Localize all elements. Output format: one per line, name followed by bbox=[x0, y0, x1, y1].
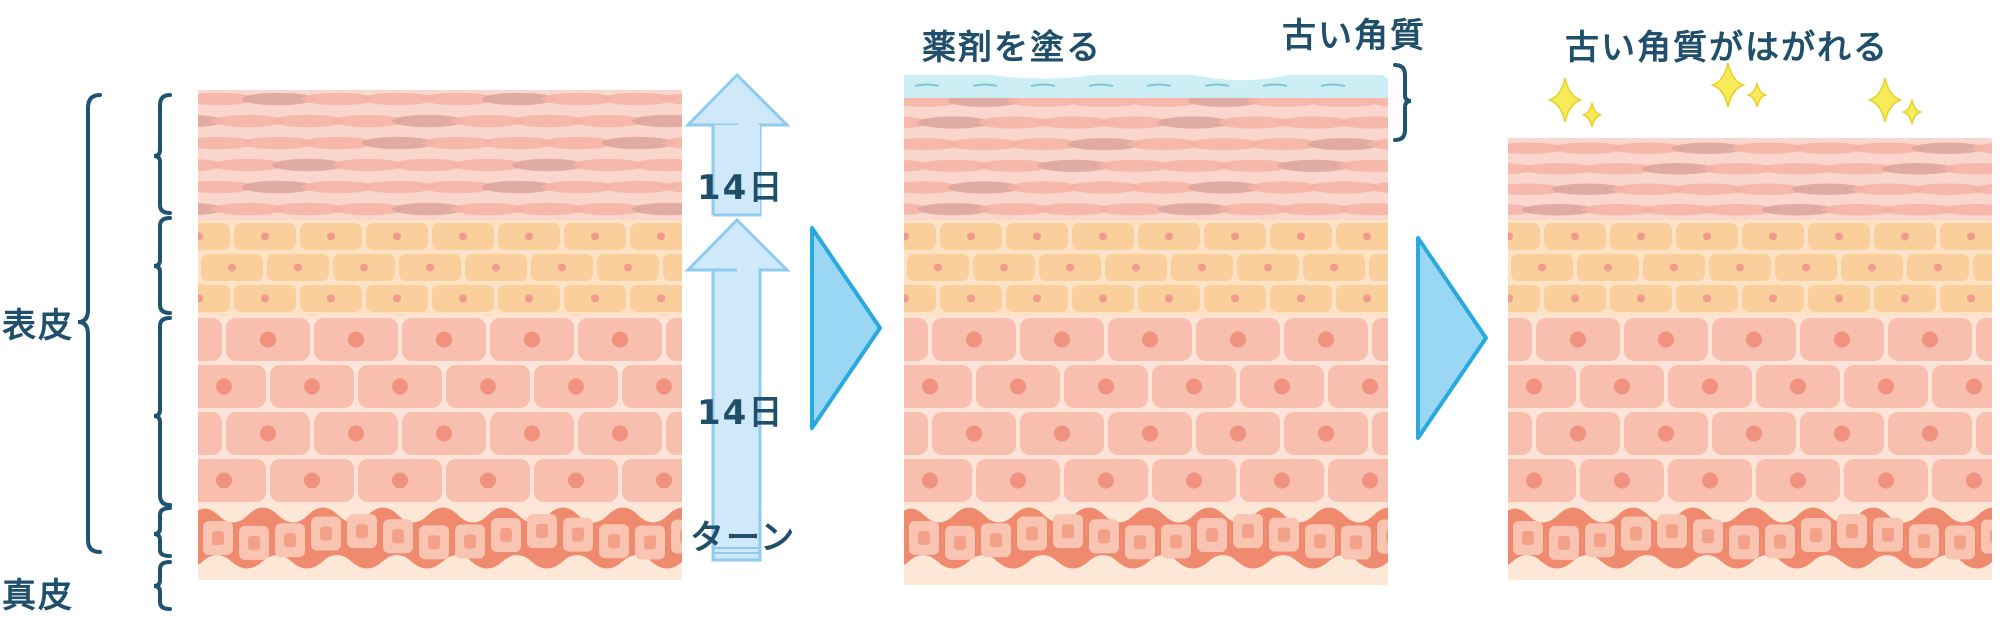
turnover-label: ターン bbox=[690, 518, 797, 558]
corneum-bracket bbox=[153, 93, 172, 215]
days-label-upper: 14日 bbox=[697, 168, 785, 208]
process-arrow-2 bbox=[1416, 236, 1488, 440]
epidermis-label: 表皮 bbox=[2, 306, 74, 346]
epidermis-bracket bbox=[77, 93, 102, 554]
turnover-arrow-lower bbox=[684, 217, 791, 562]
old-keratin-bracket bbox=[1393, 63, 1412, 142]
sparkle-icon bbox=[1901, 99, 1923, 125]
days-label-lower: 14日 bbox=[697, 393, 785, 433]
spinous-bracket bbox=[153, 316, 172, 507]
dermis-label: 真皮 bbox=[2, 576, 74, 616]
basal-bracket bbox=[153, 506, 172, 558]
sparkle-icon bbox=[1746, 82, 1768, 108]
skin-panel-normal bbox=[198, 80, 682, 580]
dermis-bracket bbox=[153, 560, 172, 611]
skin-panel-peeled bbox=[1508, 138, 1992, 580]
layer-brackets bbox=[77, 63, 1412, 611]
process-arrow-1 bbox=[810, 226, 882, 430]
granular-bracket bbox=[153, 216, 172, 315]
sparkle-icon bbox=[1581, 102, 1603, 128]
old-keratin-label: 古い角質 bbox=[1282, 16, 1426, 56]
turnover-arrows bbox=[684, 72, 791, 562]
skin-panel-medicine-applied bbox=[904, 75, 1388, 585]
sparkle-icon bbox=[1710, 62, 1746, 108]
sparkle-icons bbox=[1547, 62, 1923, 128]
apply-medicine-label: 薬剤を塗る bbox=[922, 28, 1102, 68]
sparkle-icon bbox=[1547, 77, 1583, 123]
sparkle-icon bbox=[1867, 77, 1903, 123]
old-keratin-peels-label: 古い角質がはがれる bbox=[1565, 28, 1889, 68]
